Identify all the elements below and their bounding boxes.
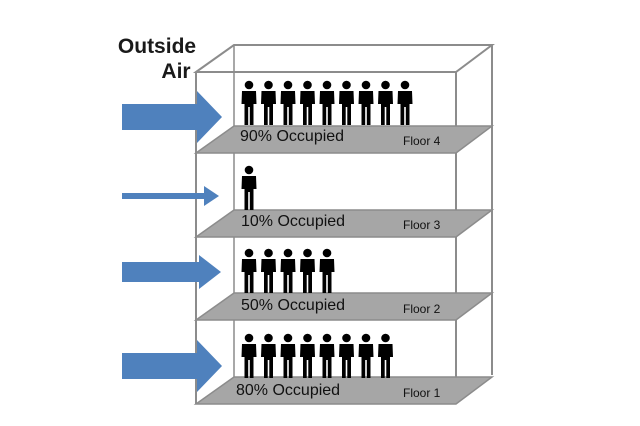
person-icon	[319, 80, 335, 125]
floor-2-occupancy-label: 50% Occupied	[241, 297, 345, 314]
title-air: Air	[161, 60, 190, 83]
floor-2-occupants	[241, 248, 335, 293]
floor-3-occupancy-label: 10% Occupied	[241, 213, 345, 230]
person-icon	[358, 80, 374, 125]
person-icon	[339, 333, 354, 378]
floor-1-name: Floor 1	[403, 386, 441, 400]
person-icon	[358, 333, 374, 378]
person-icon	[378, 333, 393, 378]
floor-3-occupants	[241, 165, 257, 210]
person-icon	[378, 80, 393, 125]
person-icon	[241, 80, 257, 125]
floor-1-slab	[193, 376, 495, 405]
person-icon	[261, 248, 276, 293]
roof-outline	[192, 44, 495, 73]
floor-4-slab	[193, 125, 495, 154]
floor-3-slab	[193, 209, 495, 238]
person-icon	[280, 333, 296, 378]
person-icon	[319, 248, 335, 293]
person-icon	[261, 80, 276, 125]
floor-1-airflow-arrow-icon	[122, 340, 222, 392]
person-icon	[300, 80, 315, 125]
person-icon	[339, 80, 354, 125]
floor-3-airflow-arrow-icon	[122, 186, 219, 206]
person-icon	[300, 248, 315, 293]
person-icon	[319, 333, 335, 378]
person-icon	[280, 80, 296, 125]
floor-2-slab	[193, 292, 495, 321]
person-icon	[241, 248, 257, 293]
person-icon	[241, 333, 257, 378]
floor-4-occupants	[241, 80, 413, 125]
floor-2-name: Floor 2	[403, 302, 441, 316]
floor-1-occupancy-label: 80% Occupied	[236, 382, 340, 399]
person-icon	[280, 248, 296, 293]
person-icon	[261, 333, 276, 378]
airflow-arrows	[122, 91, 222, 392]
floor-4-occupancy-label: 90% Occupied	[240, 128, 344, 145]
floor-3-name: Floor 3	[403, 218, 441, 232]
person-icon	[300, 333, 315, 378]
floor-slabs	[193, 125, 495, 405]
title-outside: Outside	[118, 35, 196, 58]
floor-1-occupants	[241, 333, 393, 378]
person-icon	[397, 80, 413, 125]
floor-4-name: Floor 4	[403, 134, 441, 148]
person-icon	[241, 165, 257, 210]
floor-2-airflow-arrow-icon	[122, 255, 221, 289]
floor-4-airflow-arrow-icon	[122, 91, 222, 143]
